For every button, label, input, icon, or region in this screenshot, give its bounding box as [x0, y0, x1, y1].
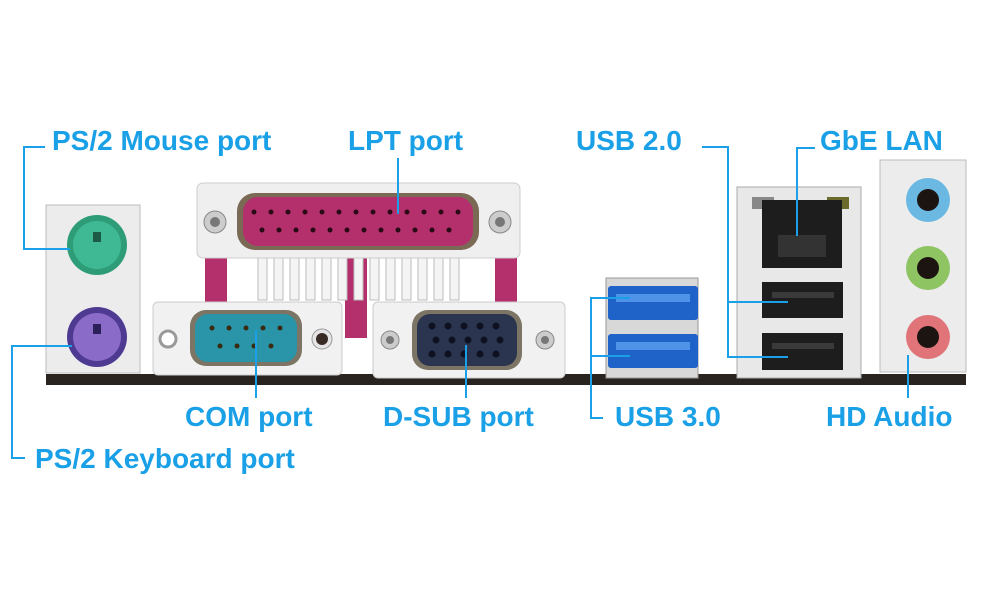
pin — [302, 209, 308, 215]
pin-leg — [385, 257, 396, 301]
pin-leg — [353, 257, 364, 301]
lpt-port — [196, 182, 521, 338]
pin — [428, 350, 436, 358]
pin — [336, 209, 342, 215]
pin — [432, 336, 440, 344]
lan-usb20-block — [736, 186, 862, 379]
label-lpt-port: LPT port — [348, 125, 463, 156]
pin — [234, 343, 240, 349]
pin — [438, 209, 444, 215]
label-usb30: USB 3.0 — [615, 401, 721, 432]
pin — [429, 227, 435, 233]
pin — [260, 325, 266, 331]
pin-leg — [433, 257, 444, 301]
com-port — [152, 301, 343, 376]
pin — [455, 209, 461, 215]
pin-leg — [369, 257, 380, 301]
pin — [361, 227, 367, 233]
pin — [428, 322, 436, 330]
pin-leg — [321, 257, 332, 301]
pin — [310, 227, 316, 233]
usb20-port — [762, 333, 843, 370]
pin — [492, 350, 500, 358]
rj45-port — [762, 200, 842, 268]
label-ps2-keyboard-port: PS/2 Keyboard port — [35, 443, 295, 474]
pin — [319, 209, 325, 215]
pin — [251, 209, 257, 215]
pin — [444, 322, 452, 330]
leader-lines — [11, 146, 909, 459]
pin — [327, 227, 333, 233]
pin — [226, 325, 232, 331]
dsub-port — [372, 301, 566, 379]
usb30-ports — [605, 277, 699, 379]
label-hd-audio: HD Audio — [826, 401, 953, 432]
pin-leg — [273, 257, 284, 301]
pin — [268, 343, 274, 349]
pin — [476, 350, 484, 358]
pin — [444, 350, 452, 358]
pin — [480, 336, 488, 344]
pin-leg — [337, 257, 348, 301]
pin — [421, 209, 427, 215]
audio-jacks — [879, 159, 967, 373]
pin — [293, 227, 299, 233]
ps2-ports — [45, 204, 141, 374]
pin — [370, 209, 376, 215]
pin-leg — [305, 257, 316, 301]
label-ps2-mouse-port: PS/2 Mouse port — [52, 125, 271, 156]
pin — [259, 227, 265, 233]
pin — [243, 325, 249, 331]
pin — [378, 227, 384, 233]
motherboard-edge — [46, 374, 966, 385]
pin — [446, 227, 452, 233]
label-com-port: COM port — [185, 401, 313, 432]
pin — [268, 209, 274, 215]
pin — [276, 227, 282, 233]
pin — [464, 336, 472, 344]
pin — [460, 322, 468, 330]
pin — [404, 209, 410, 215]
pin — [448, 336, 456, 344]
pin — [476, 322, 484, 330]
usb20-port — [762, 282, 843, 318]
pin — [277, 325, 283, 331]
pin — [492, 322, 500, 330]
pin — [496, 336, 504, 344]
pin — [209, 325, 215, 331]
pin — [217, 343, 223, 349]
pin — [353, 209, 359, 215]
pin-leg — [449, 257, 460, 301]
label-dsub-port: D-SUB port — [383, 401, 534, 432]
pin — [285, 209, 291, 215]
pin-leg — [289, 257, 300, 301]
label-usb20: USB 2.0 — [576, 125, 682, 156]
pin — [412, 227, 418, 233]
label-gbe-lan: GbE LAN — [820, 125, 943, 156]
pin-leg — [257, 257, 268, 301]
pin — [395, 227, 401, 233]
pin-leg — [401, 257, 412, 301]
pin — [344, 227, 350, 233]
pin-leg — [417, 257, 428, 301]
pin — [387, 209, 393, 215]
